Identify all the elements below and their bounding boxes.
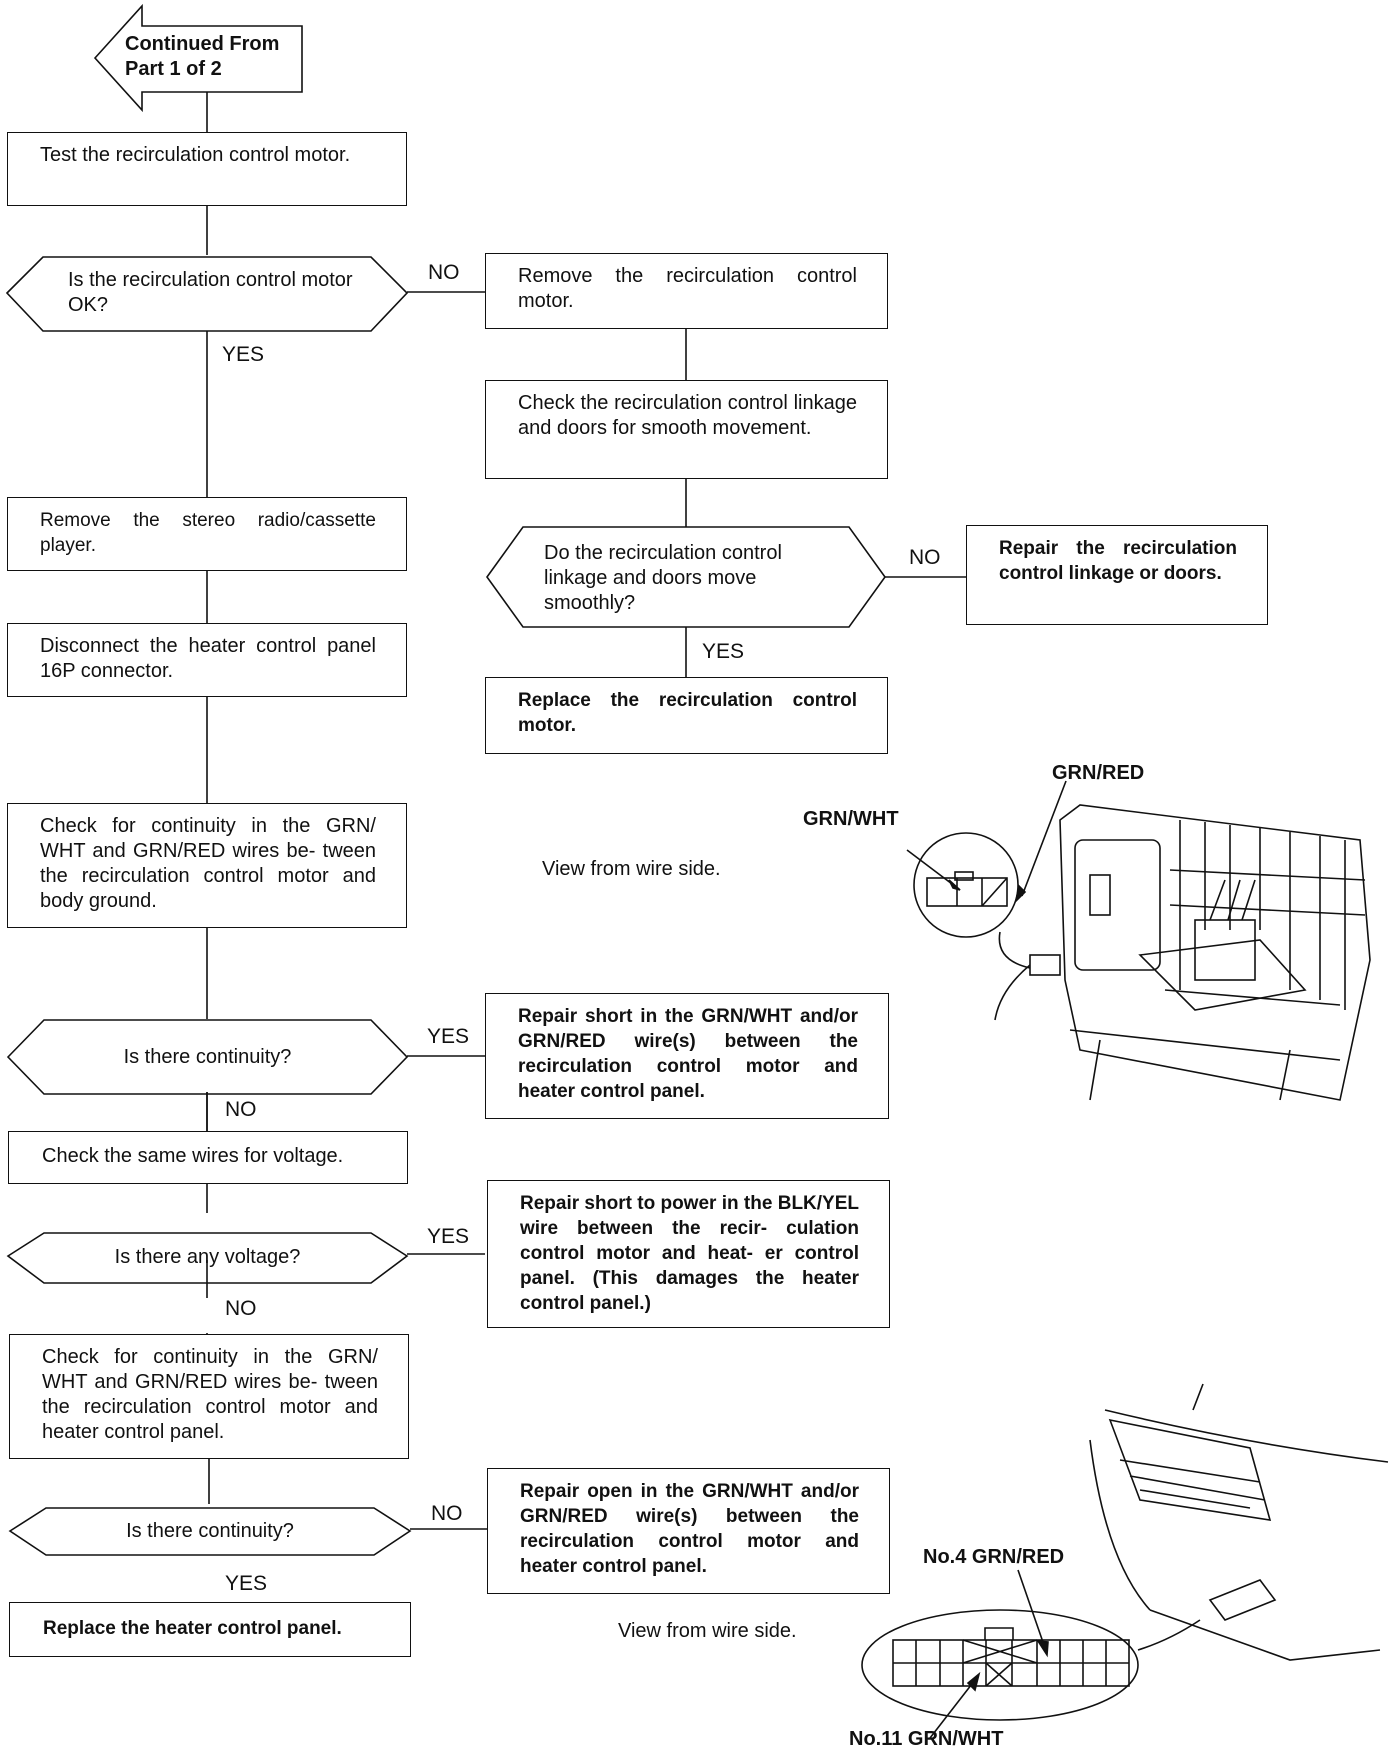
step-check-voltage: Check the same wires for voltage. [8, 1131, 408, 1184]
diamond-motor-ok [5, 256, 409, 332]
diamond-continuity-1 [6, 1019, 409, 1095]
step-check-linkage: Check the recirculation control linkage … [485, 380, 888, 479]
answer-yes-continuity-1: YES [427, 1025, 470, 1048]
question-voltage: Is there any voltage? [44, 1245, 371, 1270]
step-text: Replace the heater control panel. [43, 1618, 342, 1639]
callout-motor-grn-wht: GRN/WHT [803, 808, 899, 830]
step-text: Remove the stereo radio/cassette player. [40, 510, 376, 556]
step-text: Remove the recirculation control motor. [518, 265, 857, 312]
callout-panel-no11: No.11 GRN/WHT [849, 1728, 1004, 1750]
step-text: Repair short to power in the BLK/YEL wir… [520, 1193, 859, 1314]
step-text: Check the recirculation control linkage … [518, 392, 857, 439]
start-connector: Continued From Part 1 of 2 [125, 32, 300, 82]
step-repair-open: Repair open in the GRN/WHT and/or GRN/RE… [487, 1468, 890, 1594]
step-test-motor: Test the recirculation control motor. [7, 132, 407, 206]
answer-no-linkage: NO [909, 546, 941, 569]
diamond-linkage [486, 526, 886, 628]
question-text: Is there continuity? [126, 1520, 294, 1542]
step-disconnect-16p: Disconnect the heater control panel 16P … [7, 623, 407, 697]
answer-no-motor-ok: NO [428, 261, 460, 284]
step-text: Check for continuity in the GRN/ WHT and… [42, 1346, 378, 1443]
step-text: Disconnect the heater control panel 16P … [40, 635, 376, 682]
question-text: Is there continuity? [123, 1046, 292, 1068]
start-arrow-shape [93, 3, 303, 113]
step-remove-stereo: Remove the stereo radio/cassette player. [7, 497, 407, 571]
answer-no-voltage: NO [225, 1297, 257, 1320]
step-text: Repair the recirculation control linkage… [999, 538, 1237, 584]
answer-yes-motor-ok: YES [222, 343, 265, 366]
step-repair-linkage: Repair the recirculation control linkage… [966, 525, 1268, 625]
callout-panel-no4: No.4 GRN/RED [923, 1546, 1065, 1568]
motor-view-note: View from wire side. [542, 858, 721, 880]
answer-yes-linkage: YES [702, 640, 745, 663]
step-check-continuity-ground: Check for continuity in the GRN/ WHT and… [7, 803, 407, 928]
step-text: Check for continuity in the GRN/ WHT and… [40, 815, 376, 912]
question-text: Is there any voltage? [114, 1246, 301, 1268]
question-continuity-1: Is there continuity? [44, 1045, 371, 1070]
step-replace-panel: Replace the heater control panel. [9, 1602, 411, 1657]
answer-no-continuity-2: NO [431, 1502, 463, 1525]
question-linkage-smooth: Do the recirculation control linkage and… [544, 541, 844, 616]
step-text: Repair open in the GRN/WHT and/or GRN/RE… [520, 1481, 859, 1577]
step-text: Test the recirculation control motor. [40, 144, 351, 166]
question-motor-ok: Is the recirculation control motor OK? [68, 268, 358, 318]
diamond-voltage [6, 1232, 409, 1284]
step-check-continuity-panel: Check for continuity in the GRN/ WHT and… [9, 1334, 409, 1459]
step-remove-motor: Remove the recirculation control motor. [485, 253, 888, 329]
answer-yes-voltage: YES [427, 1225, 470, 1248]
step-text: Check the same wires for voltage. [42, 1145, 344, 1167]
question-continuity-2: Is there continuity? [46, 1519, 374, 1544]
answer-yes-continuity-2: YES [225, 1572, 268, 1595]
question-text: Do the recirculation control linkage and… [544, 542, 782, 614]
step-repair-short-power: Repair short to power in the BLK/YEL wir… [487, 1180, 890, 1328]
panel-illustration [861, 1383, 1389, 1739]
start-text: Continued From Part 1 of 2 [125, 33, 280, 80]
motor-illustration [906, 780, 1371, 1101]
step-replace-motor: Replace the recirculation control motor. [485, 677, 888, 754]
diamond-continuity-2 [8, 1507, 412, 1556]
step-repair-short-ground: Repair short in the GRN/WHT and/or GRN/R… [485, 993, 889, 1119]
callout-motor-grn-red: GRN/RED [1052, 762, 1145, 784]
panel-view-note: View from wire side. [618, 1620, 797, 1642]
question-text: Is the recirculation control motor OK? [68, 269, 353, 316]
step-text: Replace the recirculation control motor. [518, 690, 857, 736]
step-text: Repair short in the GRN/WHT and/or GRN/R… [518, 1006, 858, 1102]
answer-no-continuity-1: NO [225, 1098, 257, 1121]
